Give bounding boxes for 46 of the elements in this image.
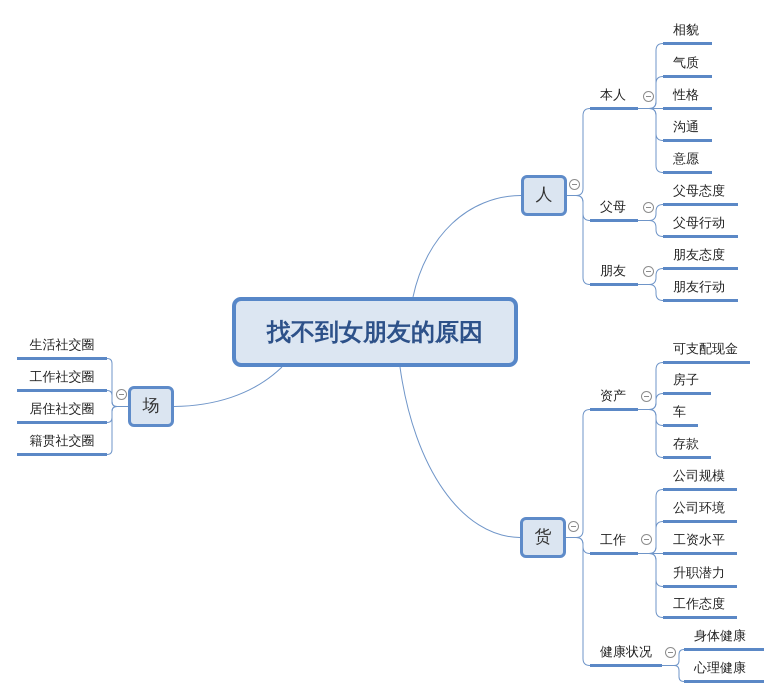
central-topic-box: 找不到女朋友的原因 — [232, 297, 518, 367]
subtopic-label: 房子 — [663, 371, 711, 395]
subtopic-label: 朋友行动 — [663, 278, 738, 302]
subtopic-label: 工资水平 — [663, 531, 737, 555]
subtopic-label: 朋友态度 — [663, 246, 738, 270]
connector-line — [174, 366, 282, 407]
connector-line — [638, 220, 664, 237]
subtopic-label: 公司规模 — [663, 467, 737, 491]
topic-box: 货 — [520, 517, 566, 558]
subtopic-label: 工作社交圈 — [17, 368, 107, 392]
connector-line — [412, 195, 522, 298]
connector-line — [638, 553, 664, 618]
subtopic-label: 公司环境 — [663, 499, 737, 523]
connector-line — [662, 665, 684, 682]
subtopic-label: 父母 — [590, 198, 638, 222]
subtopic-label: 存款 — [663, 435, 711, 459]
subtopic-label: 健康状况 — [590, 643, 662, 667]
subtopic-label: 工作 — [590, 531, 638, 555]
subtopic-label: 朋友 — [590, 262, 638, 286]
subtopic-label: 性格 — [663, 86, 712, 110]
subtopic-label: 心理健康 — [684, 659, 764, 683]
subtopic-label: 生活社交圈 — [17, 336, 107, 360]
subtopic-label: 车 — [663, 403, 698, 427]
connector-line — [566, 195, 590, 285]
connector-line — [638, 108, 664, 173]
subtopic-label: 意愿 — [663, 150, 712, 174]
subtopic-label: 升职潜力 — [663, 564, 737, 588]
subtopic-label: 父母行动 — [663, 214, 738, 238]
subtopic-label: 可支配现金 — [663, 340, 750, 364]
subtopic-label: 相貌 — [663, 21, 712, 45]
subtopic-label: 居住社交圈 — [17, 400, 107, 424]
topic-box: 人 — [521, 175, 567, 216]
subtopic-label: 身体健康 — [684, 627, 764, 651]
subtopic-label: 工作态度 — [663, 595, 737, 619]
connector-line — [106, 406, 128, 455]
connector-line — [638, 409, 664, 458]
subtopic-label: 气质 — [663, 54, 712, 78]
connector-line — [638, 284, 664, 301]
subtopic-label: 籍贯社交圈 — [17, 432, 107, 456]
subtopic-label: 本人 — [590, 86, 638, 110]
connector-line — [400, 366, 520, 538]
subtopic-label: 父母态度 — [663, 182, 738, 206]
connector-line — [566, 537, 590, 666]
subtopic-label: 资产 — [590, 387, 638, 411]
topic-box: 场 — [128, 386, 174, 427]
subtopic-label: 沟通 — [663, 118, 712, 142]
